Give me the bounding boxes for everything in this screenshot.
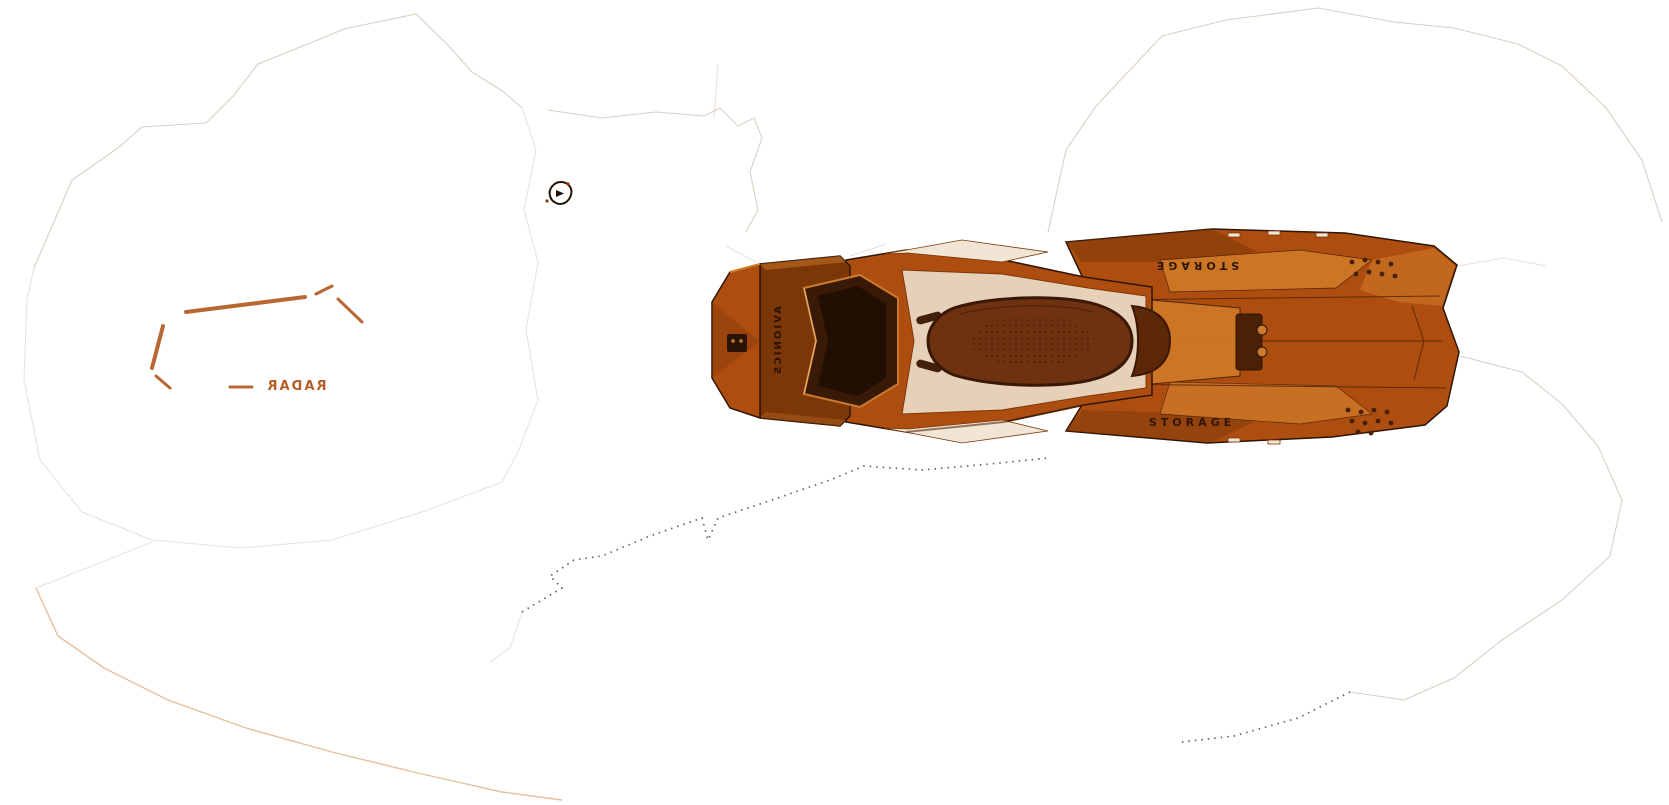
sensor-light xyxy=(731,339,735,343)
terrain-edge xyxy=(35,541,153,589)
terrain-edge-orange xyxy=(35,587,563,801)
trim-tick xyxy=(1227,437,1241,443)
marker-dot xyxy=(566,182,570,186)
handle-grip-left xyxy=(916,311,942,325)
terrain-edge-dotted xyxy=(521,457,1049,613)
terrain-edge xyxy=(725,245,757,263)
engine-detail xyxy=(1256,346,1268,358)
terrain-edge xyxy=(33,13,523,269)
seat-backrest xyxy=(1130,304,1172,378)
radar-outline: RADAR xyxy=(150,284,364,394)
seat-padding-texture xyxy=(970,315,1094,367)
terrain-edge xyxy=(23,267,503,549)
terrain-edge xyxy=(1047,7,1663,233)
rear-deck-panel xyxy=(1360,248,1455,306)
rear-deck-facet xyxy=(1066,229,1258,262)
fairing-bevel xyxy=(760,256,846,270)
map-marker-glyph xyxy=(545,180,573,205)
radar-edge xyxy=(154,374,172,390)
radar-edge xyxy=(184,295,307,314)
storage-label-top: STORAGE xyxy=(1153,259,1239,272)
handle-grip-right xyxy=(916,359,942,373)
radar-edge xyxy=(314,284,334,296)
trim-tick xyxy=(1227,232,1241,238)
vent-cluster-top xyxy=(1349,257,1398,279)
rear-deck-panel xyxy=(1159,381,1373,425)
rear-deck-facet xyxy=(1066,410,1258,442)
fairing-bevel xyxy=(760,412,846,426)
side-wing-top xyxy=(883,239,1049,263)
side-wing-bottom xyxy=(883,419,1049,444)
radar-edge xyxy=(336,297,364,324)
panel-seam xyxy=(1097,383,1447,389)
nose-edge-highlight xyxy=(729,263,761,273)
radar-label: RADAR xyxy=(266,379,327,394)
panel-seam xyxy=(1097,295,1441,301)
terrain-edge xyxy=(1349,355,1623,701)
terrain-edge xyxy=(501,107,539,483)
trim-tick xyxy=(1267,439,1281,445)
terrain-edge-dotted xyxy=(1181,691,1351,743)
storage-label-bottom: STORAGE xyxy=(1149,416,1235,429)
avionics-label: AVIONICS xyxy=(773,306,784,376)
marker-dot xyxy=(545,199,549,203)
engine-block xyxy=(1235,313,1263,371)
terrain-edge xyxy=(849,243,887,257)
canopy-rim xyxy=(803,287,817,395)
engine-detail xyxy=(1256,324,1268,336)
nose-sensor-housing xyxy=(727,334,747,352)
canopy-glass xyxy=(818,286,886,396)
speeder-bike: STORAGE STORAGE AVIONICS xyxy=(711,228,1460,445)
sensor-light xyxy=(739,339,743,343)
trim-tick xyxy=(1267,230,1281,236)
terrain-edge xyxy=(489,611,523,663)
terrain-sketch xyxy=(23,7,1663,801)
terrain-edge xyxy=(713,63,719,119)
seat-seam xyxy=(959,305,1095,315)
panel-seam xyxy=(1411,305,1425,381)
terrain-edge xyxy=(1457,257,1547,267)
terrain-edge xyxy=(547,107,763,233)
marker-arrow-icon xyxy=(556,190,564,197)
vent-cluster-bottom xyxy=(1345,407,1394,436)
hull-shadow-line xyxy=(905,404,1085,433)
radar-edge xyxy=(150,324,165,370)
trim-tick xyxy=(1315,232,1329,238)
